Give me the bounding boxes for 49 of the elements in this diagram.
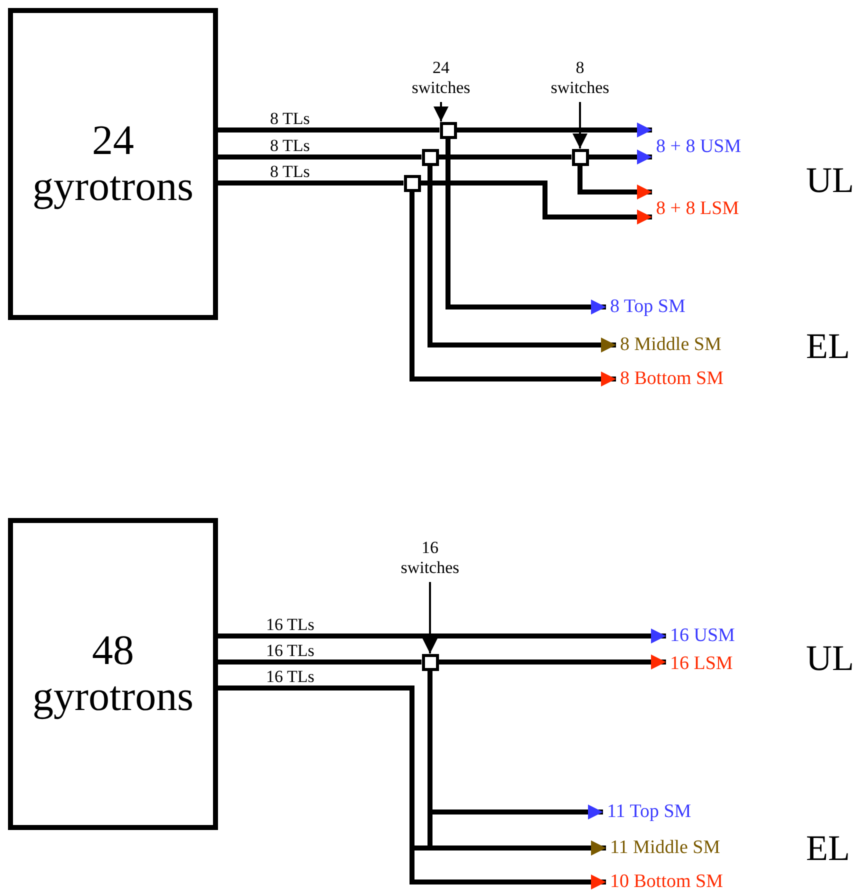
region-label: EL (806, 326, 850, 366)
arrow (446, 138, 606, 314)
output-label: 10 Bottom SM (610, 871, 723, 893)
region-label: UL (806, 160, 854, 200)
edge-label: 16 TLs (266, 616, 314, 634)
connector-line (218, 128, 440, 132)
gyrotron-box (8, 8, 218, 320)
switch-box (440, 122, 456, 138)
switch-box (422, 148, 438, 166)
connector-line (218, 154, 422, 160)
arrow (456, 122, 652, 138)
edge-label: 8 TLs (270, 110, 310, 128)
output-label: 8 Top SM (610, 296, 686, 318)
annotation-label: 8 switches (545, 58, 615, 98)
output-label: 16 USM (670, 625, 735, 647)
box-label: 48 gyrotrons (32, 628, 194, 720)
output-label: 11 Top SM (607, 801, 692, 823)
output-label: 8 + 8 LSM (656, 198, 740, 220)
output-label: 16 LSM (670, 653, 733, 675)
output-label: 11 Middle SM (610, 837, 720, 859)
output-label: 8 Middle SM (620, 334, 722, 356)
arrow (438, 654, 666, 670)
arrow (578, 166, 652, 200)
arrow (428, 166, 616, 352)
output-label: 8 + 8 USM (656, 136, 742, 158)
annotation-label: 24 switches (403, 58, 479, 98)
connector-line (218, 180, 404, 186)
region-label: EL (806, 828, 850, 868)
switch-box (422, 654, 438, 670)
connector-line (438, 154, 572, 160)
switch-box (572, 148, 588, 166)
arrow (410, 192, 616, 386)
arrow (572, 102, 588, 148)
arrow (422, 582, 438, 654)
annotation-label: 16 switches (392, 538, 468, 578)
arrow (588, 150, 652, 164)
arrow (420, 180, 652, 224)
switch-box (404, 174, 420, 192)
edge-label: 8 TLs (270, 163, 310, 181)
output-label: 8 Bottom SM (620, 368, 724, 390)
arrow (218, 628, 666, 644)
edge-label: 16 TLs (266, 642, 314, 660)
region-label: UL (806, 638, 854, 678)
arrow (434, 102, 448, 122)
box-label: 24 gyrotrons (32, 118, 194, 210)
gyrotron-box (8, 518, 218, 830)
edge-label: 16 TLs (266, 668, 314, 686)
connector-line (218, 660, 422, 664)
edge-label: 8 TLs (270, 137, 310, 155)
